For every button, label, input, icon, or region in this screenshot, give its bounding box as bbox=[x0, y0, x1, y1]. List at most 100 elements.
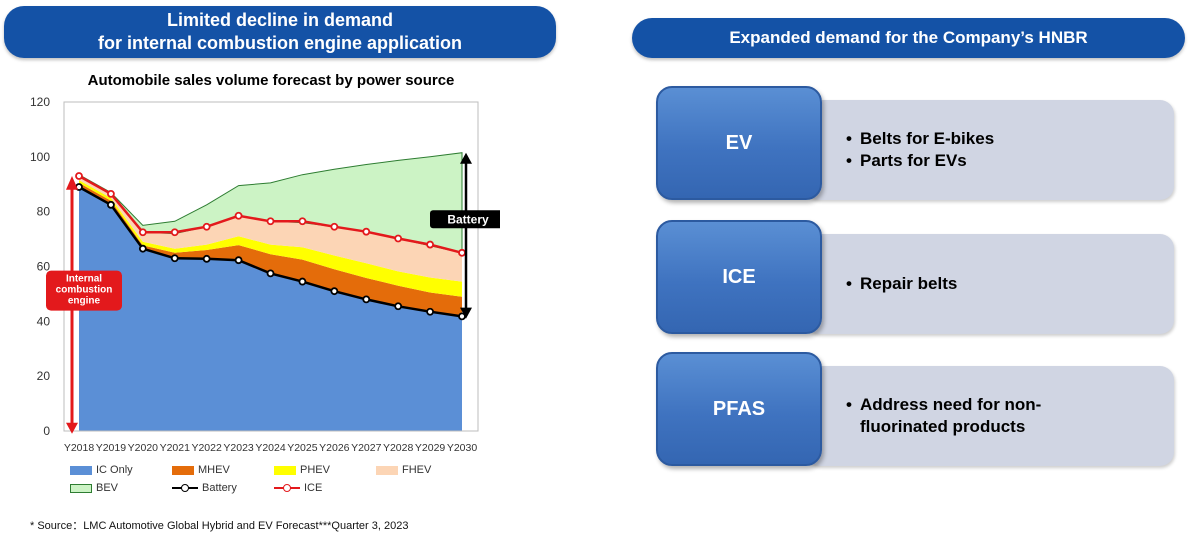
left-banner-line1: Limited decline in demand bbox=[166, 10, 394, 30]
bullet-item: fluorinated products bbox=[846, 416, 1041, 438]
x-tick-label: Y2019 bbox=[96, 442, 127, 454]
battery-label-box bbox=[430, 210, 500, 229]
area-layers bbox=[78, 152, 463, 431]
point-ice bbox=[75, 172, 83, 180]
x-tick-label: Y2025 bbox=[287, 442, 318, 454]
legend-swatch bbox=[70, 465, 92, 475]
card-label-ev: EV bbox=[656, 86, 822, 200]
legend-item-ice: ICE bbox=[274, 482, 322, 494]
legend-label: MHEV bbox=[198, 464, 230, 476]
x-tick-label: Y2018 bbox=[64, 442, 95, 454]
card-pfas: PFAS • Address need for non-fluorinated pr… bbox=[656, 352, 1175, 468]
ice-label-box bbox=[46, 270, 122, 311]
point-ice bbox=[170, 228, 179, 237]
point-battery bbox=[107, 200, 115, 209]
bullet-item: • Belts for E-bikes bbox=[846, 128, 994, 150]
bullet-dot-icon: • bbox=[846, 395, 852, 414]
card-label-ice: ICE bbox=[656, 220, 822, 334]
card-panel bbox=[806, 100, 1174, 200]
bullet-text: Address need for non- bbox=[860, 395, 1042, 414]
ice-label-line: Internal bbox=[66, 274, 102, 285]
point-battery bbox=[426, 307, 434, 316]
area-fhev bbox=[79, 176, 462, 282]
area-ic-only bbox=[79, 187, 462, 431]
line-series bbox=[75, 172, 466, 321]
point-battery bbox=[394, 302, 403, 311]
legend-label: ICE bbox=[304, 482, 323, 494]
x-tick-label: Y2020 bbox=[128, 442, 159, 454]
chart-title: Automobile sales volume forecast by powe… bbox=[87, 72, 455, 89]
ice-arrow-head-down bbox=[66, 422, 78, 434]
legend-swatch bbox=[376, 465, 398, 475]
card-ev: EV • Belts for E-bikes • Parts for EVs bbox=[656, 86, 1175, 202]
card-bullets: • Belts for E-bikes • Parts for EVs bbox=[846, 128, 994, 172]
battery-label: Battery bbox=[447, 212, 489, 226]
x-tick-label: Y2030 bbox=[447, 442, 478, 454]
point-ice bbox=[266, 217, 275, 226]
source-note: * Source：LMC Automotive Global Hybrid an… bbox=[30, 520, 409, 532]
legend-label: IC Only bbox=[96, 464, 133, 476]
x-tick-label: Y2026 bbox=[319, 442, 350, 454]
legend-swatch bbox=[70, 483, 92, 493]
point-ice bbox=[394, 234, 403, 243]
point-ice bbox=[107, 189, 115, 198]
legend-label: Battery bbox=[202, 482, 237, 494]
ice-arrow-head-up bbox=[66, 176, 78, 190]
legend-item-phev: PHEV bbox=[274, 464, 330, 476]
card-bullets: •Repair belts bbox=[846, 273, 957, 295]
right-banner-title: Expanded demand for the Company’s HNBR bbox=[729, 28, 1088, 47]
point-ice bbox=[362, 227, 371, 236]
bullet-text: Repair belts bbox=[860, 274, 958, 293]
point-battery bbox=[266, 269, 275, 278]
battery-arrow-head-down bbox=[460, 307, 472, 319]
bullet-item: • Parts for EVs bbox=[846, 150, 994, 172]
point-battery bbox=[202, 254, 211, 263]
point-battery bbox=[138, 244, 147, 253]
point-battery bbox=[330, 287, 339, 296]
x-tick-label: Y2023 bbox=[223, 442, 254, 454]
point-ice bbox=[234, 211, 243, 220]
point-battery bbox=[234, 256, 243, 265]
point-ice bbox=[202, 222, 211, 231]
legend-item-ic-only: IC Only bbox=[70, 464, 133, 476]
card-bullets: • Address need for non-fluorinated produc… bbox=[846, 394, 1041, 438]
legend-swatch bbox=[172, 483, 198, 493]
point-ice bbox=[138, 228, 147, 237]
right-banner: Expanded demand for the Company’s HNBR bbox=[632, 18, 1185, 58]
legend-label: FHEV bbox=[402, 464, 432, 476]
x-tick-label: Y2021 bbox=[160, 442, 191, 454]
y-tick-label: 60 bbox=[37, 260, 51, 274]
bullet-text: Belts for E-bikes bbox=[860, 129, 995, 148]
area-mhev bbox=[79, 182, 462, 317]
y-tick-label: 40 bbox=[37, 314, 51, 328]
left-banner: Limited decline in demand for internal c… bbox=[4, 6, 556, 58]
left-banner-line2: for internal combustion engine applicati… bbox=[97, 33, 463, 53]
bullet-dot-icon: • bbox=[846, 151, 852, 170]
point-ice bbox=[298, 217, 307, 226]
card-panel bbox=[806, 234, 1174, 334]
x-tick-label: Y2027 bbox=[351, 442, 382, 454]
x-tick-label: Y2028 bbox=[383, 442, 414, 454]
point-battery bbox=[170, 254, 179, 263]
battery-arrow-head-up bbox=[460, 152, 472, 164]
point-ice bbox=[426, 240, 434, 249]
legend-swatch bbox=[274, 465, 296, 475]
y-tick-label: 20 bbox=[37, 369, 51, 383]
card-panel bbox=[806, 366, 1174, 466]
legend-item-mhev: MHEV bbox=[172, 464, 230, 476]
legend-item-bev: BEV bbox=[70, 482, 118, 494]
y-tick-label: 100 bbox=[30, 150, 50, 164]
bullet-text: Parts for EVs bbox=[860, 151, 967, 170]
plot-frame bbox=[63, 101, 479, 432]
legend-swatch bbox=[274, 483, 300, 493]
x-tick-label: Y2029 bbox=[415, 442, 446, 454]
bullet-item: • Address need for non- bbox=[846, 394, 1041, 416]
card-label-pfas: PFAS bbox=[656, 352, 822, 466]
legend-swatch bbox=[172, 465, 194, 475]
bullet-dot-icon: • bbox=[846, 129, 852, 148]
y-tick-label: 0 bbox=[43, 424, 50, 438]
bullet-item: •Repair belts bbox=[846, 273, 957, 295]
